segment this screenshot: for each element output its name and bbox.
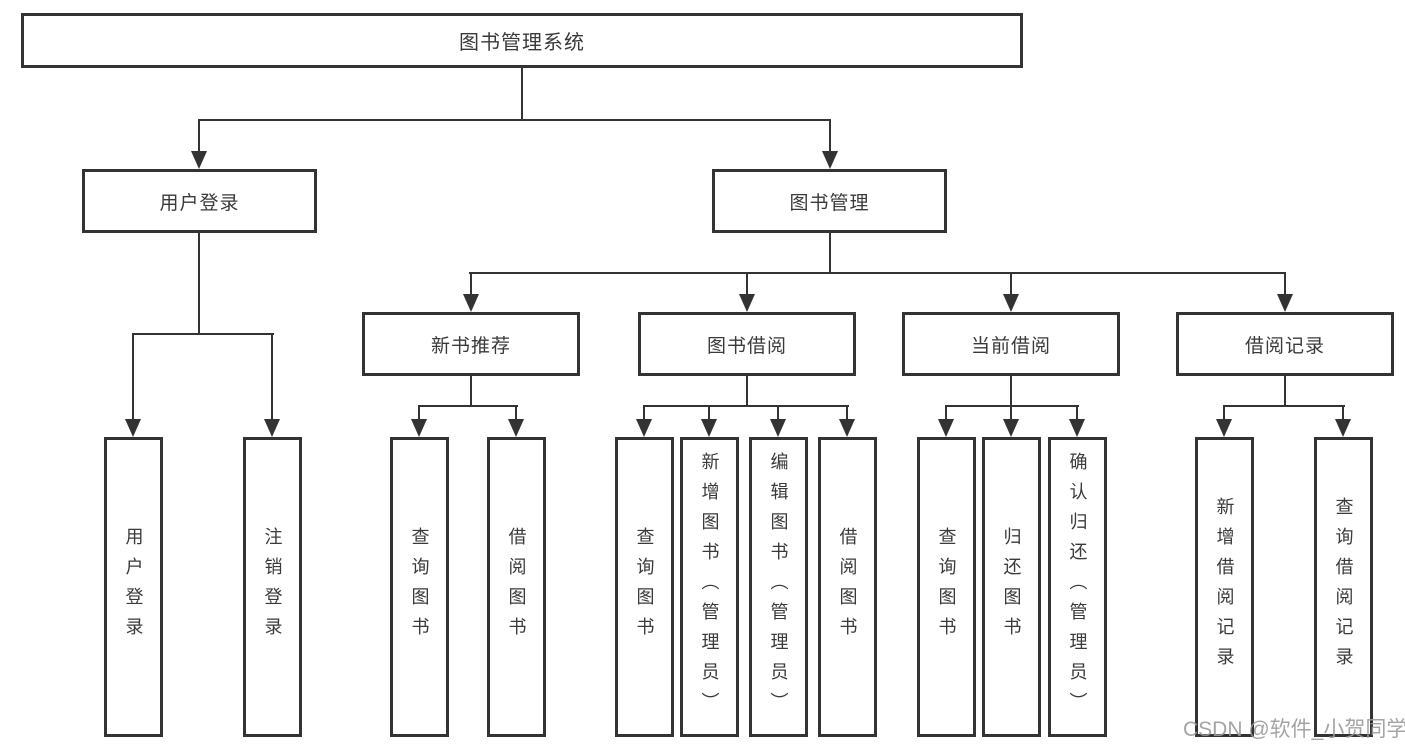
- arrow-down-icon: [1216, 419, 1232, 437]
- node-label: 图书管理: [789, 192, 870, 214]
- arrow-down-icon: [463, 294, 479, 312]
- node-label: 借阅记录: [1244, 335, 1325, 357]
- leaf-borrow-books-recommend: 借阅图书: [487, 437, 546, 737]
- connector-book-management-stub: [829, 233, 831, 274]
- connector-root-stub: [521, 68, 523, 121]
- leaf-label: 查询图书: [936, 527, 957, 647]
- connector-root-hline: [198, 119, 831, 121]
- leaf-label: 借阅图书: [837, 527, 858, 647]
- arrow-shaft: [643, 405, 645, 421]
- leaf-label: 查询图书: [409, 527, 430, 647]
- connector-borrowing-records-stub: [1284, 376, 1286, 407]
- arrow-shaft: [1076, 405, 1078, 421]
- node-new-book-recommendation: 新书推荐: [362, 312, 580, 376]
- connector-book-borrowing-hline: [643, 405, 849, 407]
- node-library-management-system: 图书管理系统: [21, 13, 1023, 68]
- arrow-down-icon: [1003, 419, 1019, 437]
- arrow-shaft: [829, 119, 831, 153]
- connector-borrowing-records-hline: [1223, 405, 1345, 407]
- arrow-shaft: [515, 405, 517, 421]
- leaf-label: 注销登录: [262, 527, 283, 647]
- arrow-down-icon: [125, 419, 141, 437]
- leaf-query-books-recommend: 查询图书: [390, 437, 449, 737]
- arrow-down-icon: [411, 419, 427, 437]
- arrow-down-icon: [770, 419, 786, 437]
- leaf-label: 新增图书（管理员）: [699, 452, 720, 722]
- connector-new-book-stub: [470, 376, 472, 407]
- arrow-down-icon: [1277, 294, 1293, 312]
- arrow-shaft: [271, 333, 273, 421]
- arrow-down-icon: [839, 419, 855, 437]
- connector-current-borrowing-hline: [945, 405, 1079, 407]
- leaf-label: 借阅图书: [506, 527, 527, 647]
- arrow-shaft: [777, 405, 779, 421]
- node-label: 用户登录: [159, 192, 240, 214]
- node-user-login: 用户登录: [82, 169, 317, 233]
- arrow-down-icon: [636, 419, 652, 437]
- arrow-shaft: [1010, 405, 1012, 421]
- arrow-shaft: [945, 405, 947, 421]
- leaf-label: 查询图书: [634, 527, 655, 647]
- leaf-label: 查询借阅记录: [1333, 497, 1354, 677]
- leaf-return-book: 归还图书: [982, 437, 1041, 737]
- watermark: CSDN @软件_小贺同学: [1183, 718, 1405, 741]
- leaf-edit-book-admin: 编辑图书（管理员）: [749, 437, 808, 737]
- node-book-borrowing: 图书借阅: [638, 312, 856, 376]
- leaf-add-borrow-record: 新增借阅记录: [1195, 437, 1254, 737]
- arrow-down-icon: [938, 419, 954, 437]
- arrow-down-icon: [822, 151, 838, 169]
- connector-book-borrowing-stub: [746, 376, 748, 407]
- connector-user-login-hline: [132, 333, 274, 335]
- arrow-shaft: [198, 119, 200, 153]
- node-label: 图书管理系统: [459, 32, 585, 54]
- leaf-query-books-borrowing: 查询图书: [615, 437, 674, 737]
- arrow-down-icon: [1335, 419, 1351, 437]
- leaf-borrow-books-borrowing: 借阅图书: [818, 437, 877, 737]
- node-label: 新书推荐: [430, 335, 511, 357]
- leaf-label: 编辑图书（管理员）: [768, 452, 789, 722]
- leaf-label: 新增借阅记录: [1214, 497, 1235, 677]
- leaf-label: 用户登录: [123, 527, 144, 647]
- arrow-shaft: [132, 333, 134, 421]
- node-label: 当前借阅: [970, 335, 1051, 357]
- leaf-query-borrow-record: 查询借阅记录: [1314, 437, 1373, 737]
- arrow-down-icon: [191, 151, 207, 169]
- arrow-down-icon: [508, 419, 524, 437]
- arrow-shaft: [418, 405, 420, 421]
- arrow-shaft: [708, 405, 710, 421]
- arrow-down-icon: [1003, 294, 1019, 312]
- leaf-add-book-admin: 新增图书（管理员）: [680, 437, 739, 737]
- node-current-borrowing: 当前借阅: [902, 312, 1120, 376]
- arrow-shaft: [746, 272, 748, 296]
- arrow-down-icon: [701, 419, 717, 437]
- leaf-logout: 注销登录: [243, 437, 302, 737]
- connector-current-borrowing-stub: [1010, 376, 1012, 407]
- node-book-management: 图书管理: [712, 169, 947, 233]
- arrow-shaft: [1010, 272, 1012, 296]
- arrow-shaft: [1342, 405, 1344, 421]
- arrow-shaft: [1223, 405, 1225, 421]
- arrow-down-icon: [739, 294, 755, 312]
- arrow-shaft: [1284, 272, 1286, 296]
- connector-user-login-stub: [198, 233, 200, 335]
- leaf-label: 归还图书: [1001, 527, 1022, 647]
- node-borrowing-records: 借阅记录: [1176, 312, 1394, 376]
- connector-new-book-hline: [418, 405, 518, 407]
- node-label: 图书借阅: [706, 335, 787, 357]
- leaf-query-books-current: 查询图书: [917, 437, 976, 737]
- arrow-down-icon: [264, 419, 280, 437]
- leaf-confirm-return-admin: 确认归还（管理员）: [1048, 437, 1107, 737]
- connector-book-management-hline: [469, 272, 1286, 274]
- leaf-user-login: 用户登录: [104, 437, 163, 737]
- arrow-shaft: [846, 405, 848, 421]
- arrow-shaft: [470, 272, 472, 296]
- arrow-down-icon: [1069, 419, 1085, 437]
- leaf-label: 确认归还（管理员）: [1067, 452, 1088, 722]
